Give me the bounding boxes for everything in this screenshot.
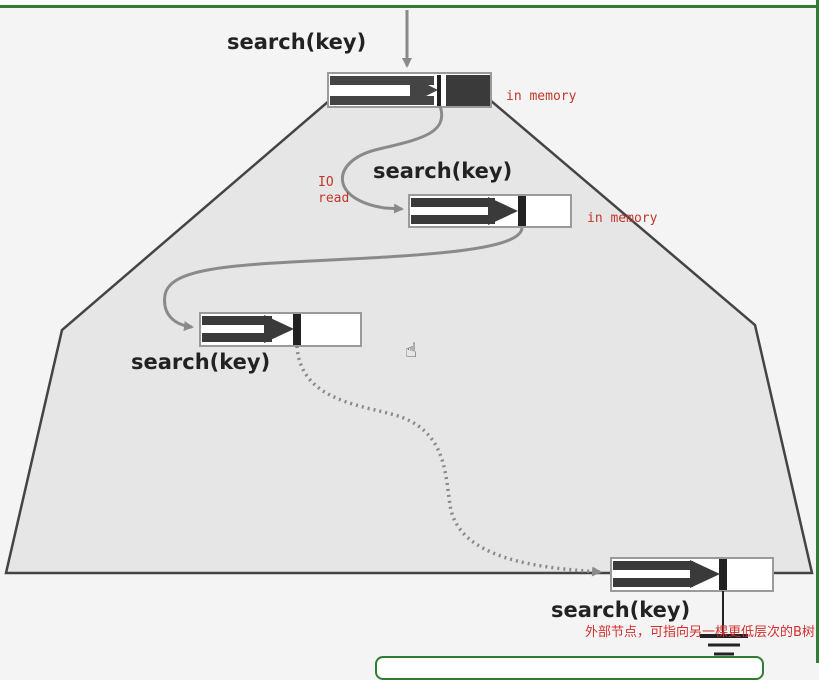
hand-pointer-icon: ☝ — [405, 338, 418, 362]
search-label-level-3: search(key) — [131, 350, 271, 374]
note-external-node: 外部节点，可指向另一棵更低层次的B树 — [585, 625, 815, 640]
note-in-memory-level-2: in memory — [587, 211, 658, 226]
bottom-panel-frame — [375, 656, 764, 680]
dotted-descent-path — [295, 345, 602, 577]
note-io-read: IO read — [318, 175, 349, 207]
b-tree-search-diagram — [4, 10, 814, 656]
ground-symbol — [700, 591, 748, 656]
node-leaf — [610, 557, 774, 592]
note-io-read-line1: IO — [318, 175, 334, 190]
io-read-path — [341, 105, 444, 214]
search-label-level-2: search(key) — [373, 159, 513, 183]
node-level-2 — [408, 194, 572, 228]
node-level-3 — [199, 312, 362, 347]
level-3-path — [163, 227, 524, 332]
node-root — [327, 72, 492, 108]
search-label-leaf: search(key) — [551, 598, 691, 622]
search-label-root: search(key) — [227, 30, 367, 54]
note-io-read-line2: read — [318, 191, 350, 206]
top-frame-border — [0, 0, 819, 8]
right-frame-border — [816, 0, 819, 663]
note-in-memory-root: in memory — [506, 89, 577, 104]
